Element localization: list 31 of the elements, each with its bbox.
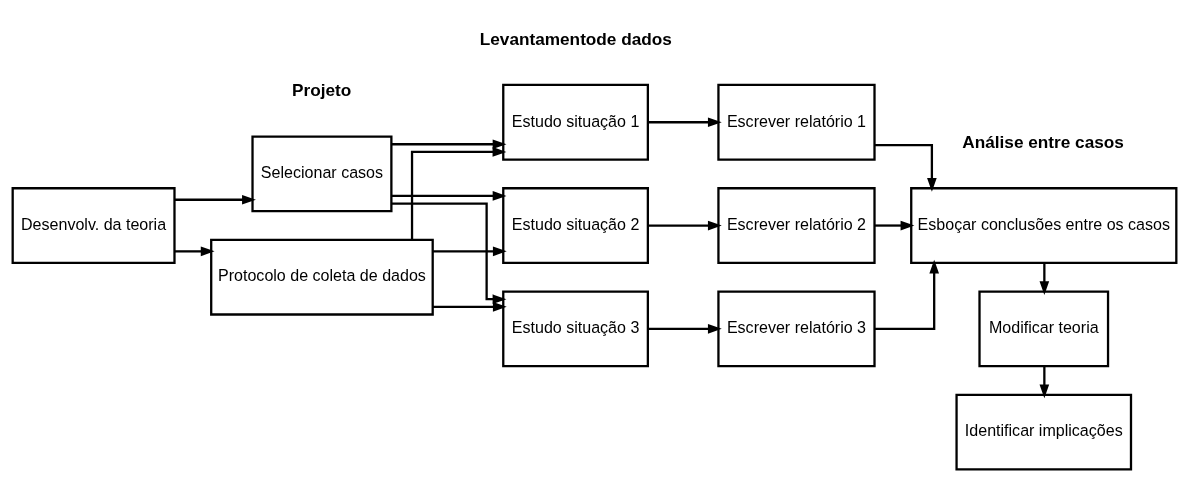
node-box: Escrever relatório 3: [717, 290, 876, 368]
arrow: [174, 194, 256, 205]
arrow: [647, 324, 722, 334]
node-box: Identificar implicações: [955, 393, 1133, 471]
arrow: [874, 220, 915, 231]
arrow: [391, 191, 507, 201]
node-box: Escrever relatório 1: [717, 83, 876, 161]
label: Projeto: [292, 80, 352, 101]
node-box: Estudo situação 1: [502, 83, 649, 161]
node-box: Selecionar casos: [251, 135, 393, 213]
label: Levantamentode dados: [479, 28, 672, 49]
arrow: [410, 147, 507, 240]
node-box: Estudo situação 2: [502, 187, 649, 264]
node-box: Protocolo de coleta de dados: [210, 238, 434, 316]
arrow: [432, 246, 507, 257]
label: Análise entre casos: [962, 132, 1124, 153]
arrow: [874, 259, 940, 330]
node-box: Modificar teoria: [978, 290, 1110, 368]
arrow: [647, 117, 722, 128]
arrow: [432, 302, 507, 312]
node-box: Desenvolv. da teoria: [11, 187, 176, 264]
node-box: Esboçar conclusões entre os casos: [910, 187, 1178, 264]
arrow: [874, 144, 937, 192]
node-box: Escrever relatório 2: [717, 187, 876, 264]
arrow: [1039, 366, 1050, 399]
arrow: [647, 220, 722, 231]
arrow: [174, 246, 215, 257]
arrow: [1039, 263, 1050, 295]
arrow: [391, 202, 507, 305]
arrow: [391, 139, 507, 150]
node-box: Estudo situação 3: [502, 290, 649, 368]
